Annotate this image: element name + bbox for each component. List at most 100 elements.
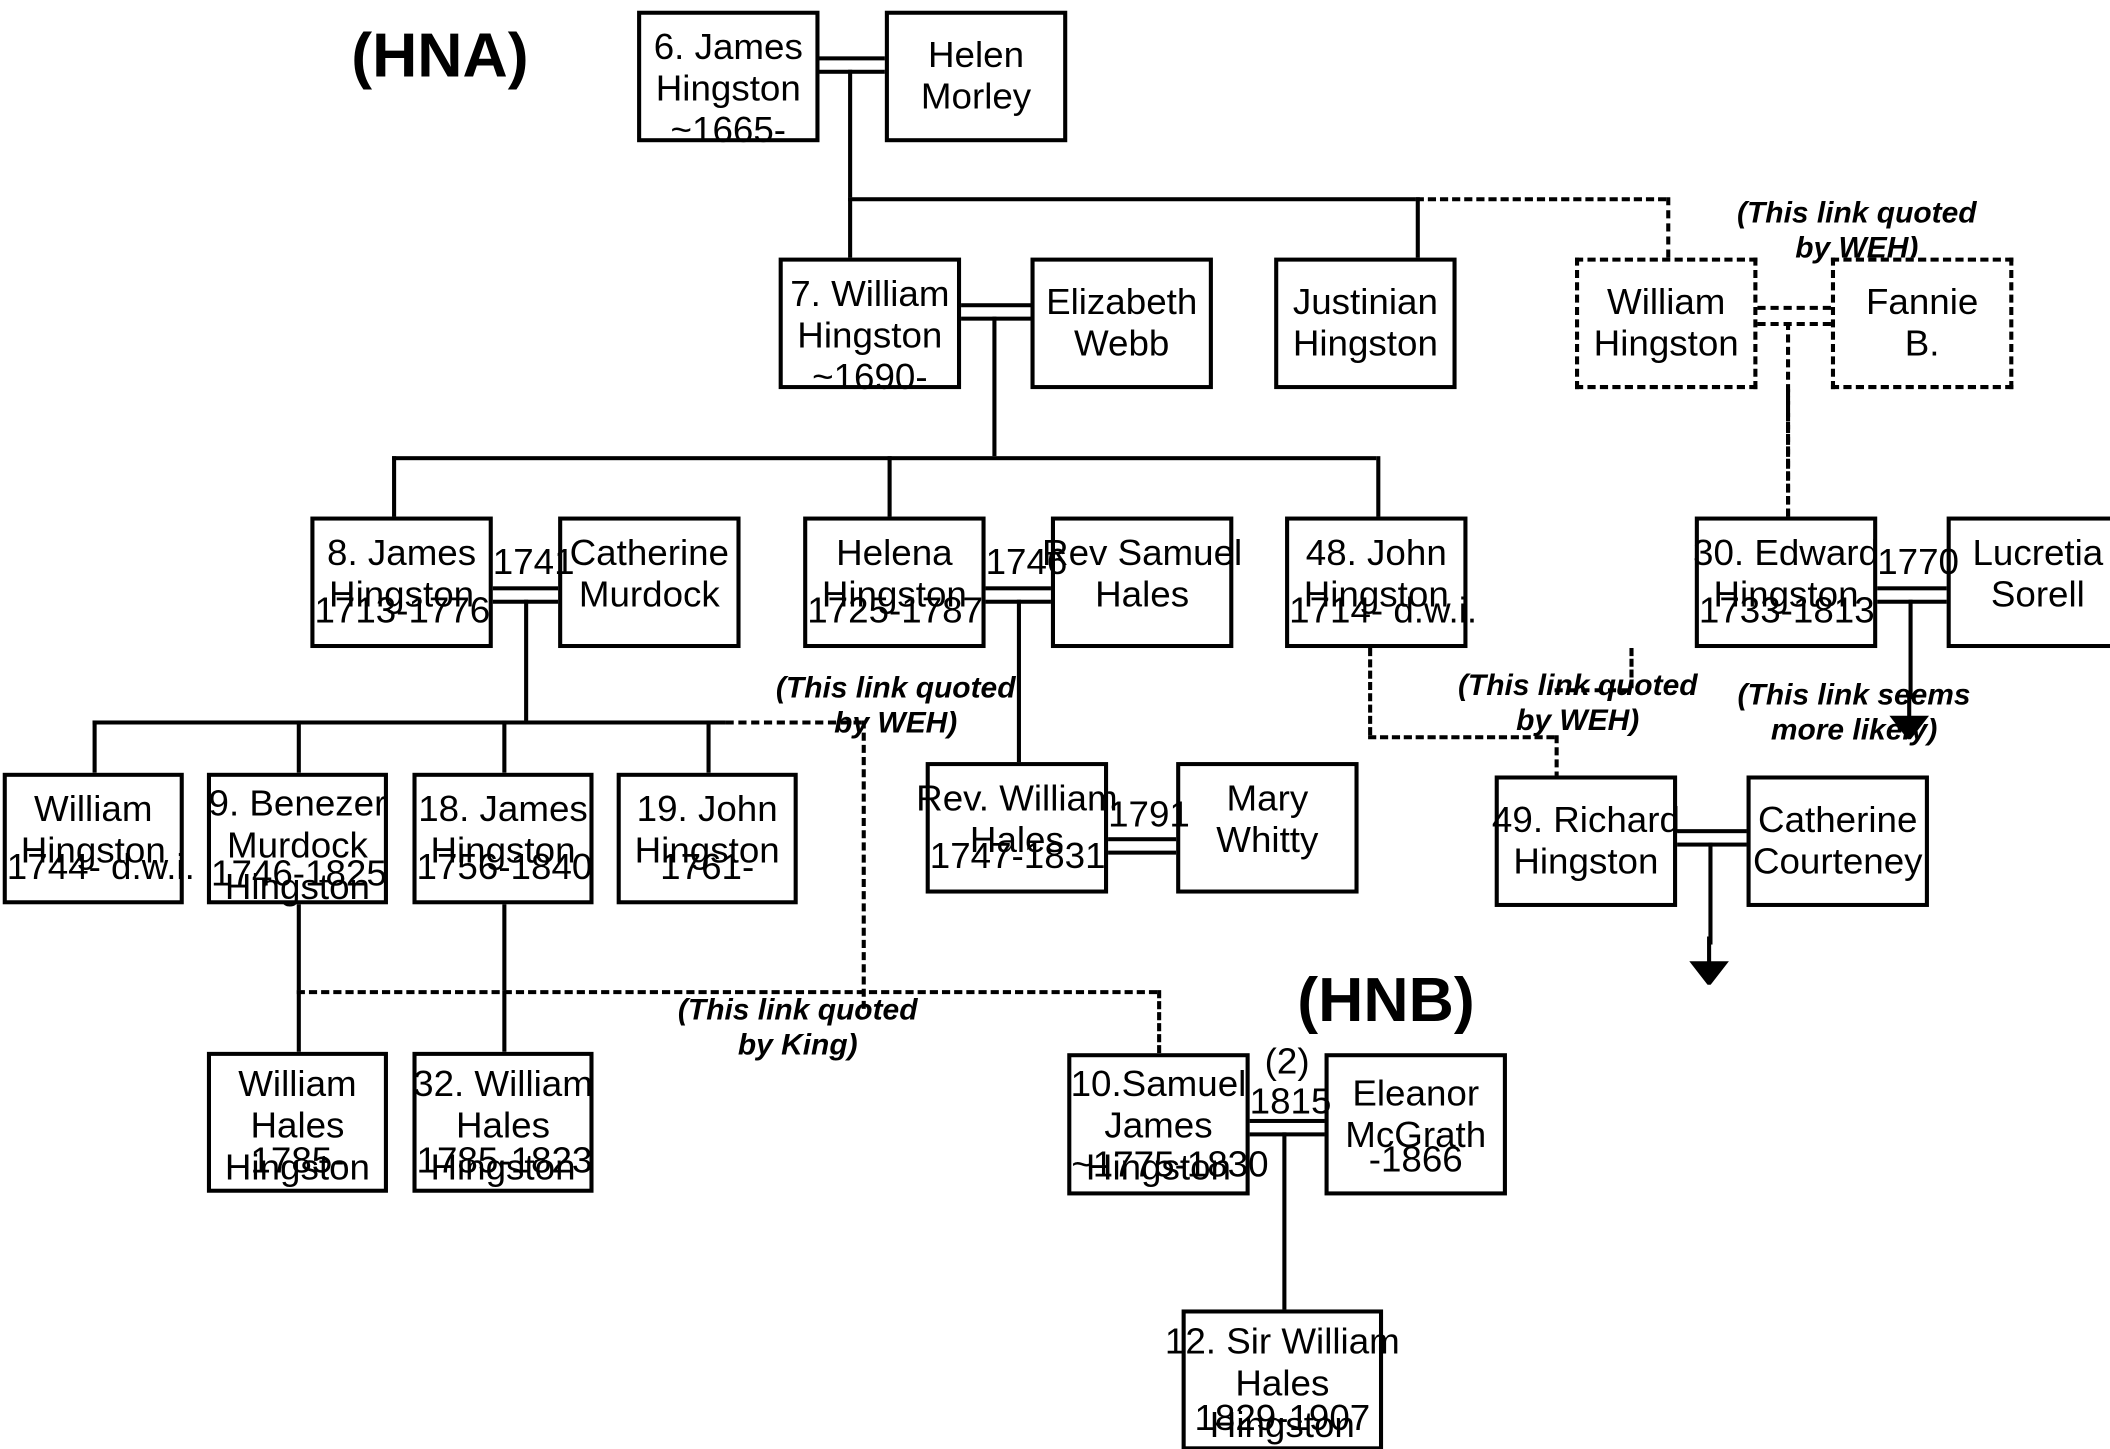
person-box-edward-hingston-30[interactable]: 30. Edward Hingston 1733-1813 [1693,516,1879,649]
person-line: Hingston [430,830,576,871]
descent-stem [1282,1132,1287,1310]
child-drop [296,990,301,1052]
child-drop [1376,456,1381,517]
descent-stem [1016,599,1021,765]
link-dashed-hnc [1786,389,1791,517]
person-box-eleanor-mcgrath[interactable]: Eleanor McGrath -1866 [1324,1053,1507,1196]
marriage-year-value: 1741 [492,542,575,583]
person-box-william-hales-hingston-1785[interactable]: William Hales Hingston 1785- [206,1051,388,1193]
person-line: 7. William [790,273,950,314]
marriage-line [1677,829,1747,834]
person-line: Justinian [1292,281,1438,322]
person-line: 12. Sir William [1164,1321,1400,1362]
person-line: Hingston [1292,323,1438,364]
person-box-william-hingston-7[interactable]: 7. William Hingston ~1690- [778,257,962,397]
person-box-john-hingston-48[interactable]: 48. John Hingston 1714- d.w.i. [1285,516,1477,649]
person-line: Lucretia [1972,532,2104,573]
sibling-bus [848,197,1416,202]
marriage-line [985,586,1051,591]
person-box-catherine-courteney[interactable]: Catherine Courteney [1746,775,1929,907]
person-line: Rev Samuel [1042,532,1243,573]
descent-stem [296,904,301,991]
person-dates: 1744- d.w.i. [6,846,195,887]
marriage-year-1741: 1741 [493,542,575,582]
marriage-line [961,303,1031,308]
person-dates: ~1775-1830 [1071,1144,1269,1185]
descent-stem [524,599,529,721]
person-box-richard-hingston-49[interactable]: 49. Richard Hingston [1491,775,1680,907]
person-box-john-hingston-19[interactable]: 19. John Hingston 1761- [616,772,798,905]
person-box-benezer-murdock-hingston-9[interactable]: 9. Benezer Murdock Hingston 1746-1825 [206,772,388,907]
person-line: William [34,788,153,830]
person-line: Rev. William [916,778,1118,819]
person-line: 30. Edward [1693,532,1879,573]
note-link-more-likely: (This link seems more likely) [1677,678,2031,748]
person-box-william-hingston-1744[interactable]: William Hingston 1744- d.w.i. [2,772,195,905]
person-line: Hales [1235,1363,1330,1404]
person-box-rev-william-hales[interactable]: Rev. William Hales 1747-1831 [916,762,1118,894]
person-dates: 1746-1825 [211,853,387,894]
person-line: Hingston [634,830,780,871]
person-box-william-hales-hingston-32[interactable]: 32. William Hales Hingston 1785-1823 [412,1051,594,1193]
marriage-line [1108,837,1177,842]
descent-stem [848,69,853,198]
person-box-justinian-hingston[interactable]: Justinian Hingston [1274,257,1457,390]
link-dashed-king [1157,990,1162,1054]
link-dashed-more-likely [1629,648,1634,689]
person-line: Helen [928,34,1025,76]
person-box-william-hingston-dashed[interactable]: William Hingston [1575,257,1758,390]
marriage-line [819,69,885,74]
person-line: William [238,1063,357,1105]
person-box-mary-whitty[interactable]: Mary Whitty [1176,762,1359,894]
person-box-sir-william-hales-hingston-12[interactable]: 12. Sir William Hales Hingston 1829-1907 [1165,1309,1400,1449]
person-line: Hales [969,819,1064,861]
person-box-lucretia-sorell[interactable]: Lucretia Sorell [1946,516,2110,649]
person-dates: 1756-1840 [416,846,593,887]
person-line: Hales [1095,574,1190,615]
down-arrow-hnc [1889,690,1930,740]
marriage-year-value: 1770 [1877,542,1960,583]
person-box-james-hingston-6[interactable]: 6. James Hingston ~1665- [637,10,820,150]
person-box-rev-samuel-hales[interactable]: Rev Samuel Hales [1042,516,1242,649]
person-line: 6. James [653,26,803,68]
descent-stem [1908,599,1913,700]
person-line: 49. Richard [1491,799,1680,840]
down-arrow-hnd [1689,936,1729,985]
person-line: Hingston [1593,323,1739,364]
person-box-catherine-murdock[interactable]: Catherine Murdock [558,516,741,649]
person-line: 48. John [1305,532,1447,573]
marriage-line [1877,586,1947,591]
person-line: 10.Samuel [1070,1063,1247,1105]
person-box-samuel-james-hingston-10[interactable]: 10.Samuel James Hingston ~1775-1830 [1067,1053,1269,1196]
child-drop [1415,197,1420,258]
link-dashed-john48 [1554,735,1559,780]
person-line: Hales [250,1105,345,1146]
person-box-james-hingston-8[interactable]: 8. James Hingston 1713-1776 [310,516,493,649]
person-line: Helena [836,532,953,573]
person-box-james-hingston-18[interactable]: 18. James Hingston 1756-1840 [412,772,594,905]
person-line: Murdock [578,574,720,615]
person-line: Hingston [1085,1147,1231,1188]
person-box-elizabeth-webb[interactable]: Elizabeth Webb [1030,257,1213,390]
person-line: ~1690- [812,356,928,398]
person-line: William [1607,281,1726,322]
marriage-line-dashed [1757,305,1831,310]
descent-stem [1708,842,1713,945]
person-line: Hales [456,1105,550,1146]
person-dates: 1733-1813 [1698,590,1875,631]
note-line: (This link quoted [775,670,1016,705]
descent-stem [502,904,507,991]
person-line: Morley [920,76,1032,117]
person-box-helena-hingston[interactable]: Helena Hingston 1725-1787 [803,516,986,649]
note-link-king: (This link quoted by King) [607,993,988,1063]
person-line: Sorell [1990,574,2085,615]
person-box-helen-morley[interactable]: Helen Morley [884,10,1068,143]
marriage-year-value: 1746 [985,542,1068,583]
person-dates: 1761- [660,846,755,887]
link-dashed-weh-left [861,720,866,1009]
note-line: by King) [737,1027,858,1062]
child-drop [887,456,892,517]
person-line: Hingston [821,574,967,615]
person-line: 32. William [413,1063,593,1105]
person-box-fannie-b[interactable]: Fannie B. [1830,257,2014,390]
